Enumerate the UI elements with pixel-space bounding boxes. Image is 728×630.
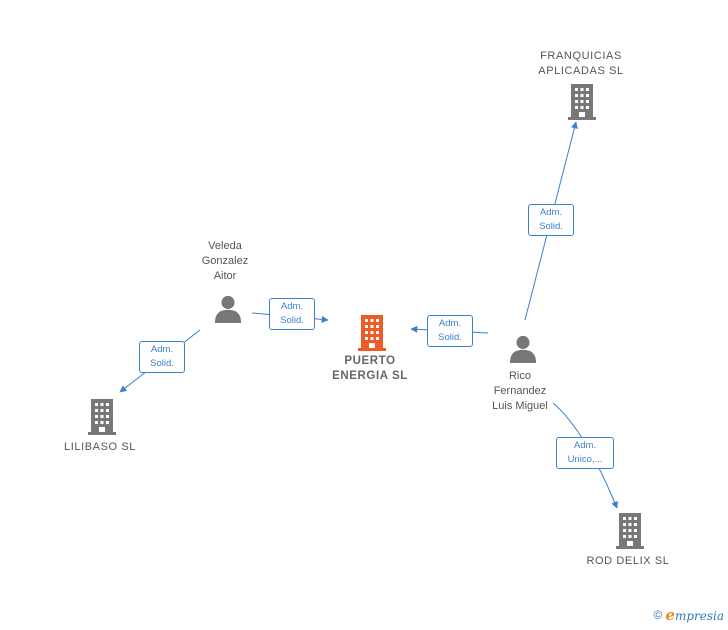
node-label-veleda[interactable]: Veleda Gonzalez Aitor (201, 240, 249, 282)
node-label-puerto[interactable]: PUERTO ENERGIA SL (332, 355, 408, 382)
copyright-symbol: © (653, 608, 663, 622)
brand-logo[interactable]: empresia (665, 606, 724, 624)
edge-label-rico-rod-delix[interactable]: Adm. Unico,... (556, 437, 614, 469)
node-label-rod-delix[interactable]: ROD DELIX SL (586, 555, 670, 567)
node-label-lilibaso[interactable]: LILIBASO SL (63, 441, 137, 453)
edge-label-rico-franquicias[interactable]: Adm. Solid. (528, 204, 574, 236)
edge-label-veleda-lilibaso[interactable]: Adm. Solid. (139, 341, 185, 373)
building-icon-lilibaso[interactable] (88, 399, 116, 435)
building-icon-rod[interactable] (616, 513, 644, 549)
node-label-franquicias[interactable]: FRANQUICIAS APLICADAS SL (538, 50, 624, 77)
edge-label-veleda-puerto[interactable]: Adm. Solid. (269, 298, 315, 330)
building-icon-franq[interactable] (568, 84, 596, 120)
edge-label-rico-puerto[interactable]: Adm. Solid. (427, 315, 473, 347)
footer-brand: © empresia (654, 606, 724, 624)
brand-logo-text: mpresia (674, 609, 724, 623)
building-icon-puerto[interactable] (358, 315, 386, 351)
person-icon-rico[interactable] (509, 335, 537, 363)
node-label-rico[interactable]: Rico Fernandez Luis Miguel (492, 370, 548, 412)
person-icon-veleda[interactable] (214, 295, 242, 323)
brand-logo-e: e (665, 606, 675, 624)
